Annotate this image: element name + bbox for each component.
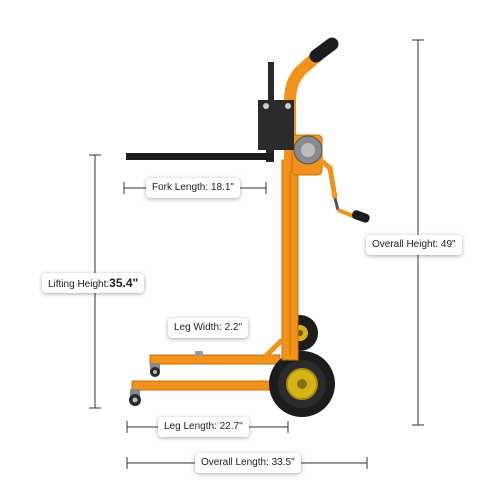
leg-length-value: 22.7" <box>219 421 243 432</box>
overall-height-label: Overall Height: 49" <box>366 235 462 255</box>
fork-length-text: Fork Length: <box>152 182 209 193</box>
crank-handle-icon <box>351 210 370 223</box>
fork-length-value: 18.1" <box>210 182 234 193</box>
leg-width-text: Leg Width: <box>174 322 222 333</box>
lifting-height-label: Lifting Height:35.4" <box>42 273 145 293</box>
rear-wheels <box>269 315 335 417</box>
leg-width-value: 2.2" <box>224 322 243 333</box>
overall-length-text: Overall Length: <box>201 457 269 468</box>
fork-length-label: Fork Length: 18.1" <box>146 178 240 198</box>
leg-width-label: Leg Width: 2.2" <box>168 318 249 338</box>
fork-blade <box>126 153 274 160</box>
overall-height-value: 49" <box>440 239 456 250</box>
leg-length-text: Leg Length: <box>164 421 217 432</box>
carriage-and-fork <box>126 100 294 162</box>
mast <box>260 37 339 362</box>
leg-length-label: Leg Length: 22.7" <box>158 417 249 437</box>
winch <box>291 134 370 223</box>
overall-length-label: Overall Length: 33.5" <box>195 453 301 473</box>
lifting-height-value: 35.4" <box>109 276 139 290</box>
overall-height-text: Overall Height: <box>372 239 439 250</box>
lifting-height-text: Lifting Height: <box>48 279 110 290</box>
overall-length-value: 33.5" <box>271 457 295 468</box>
base-legs <box>129 351 281 406</box>
